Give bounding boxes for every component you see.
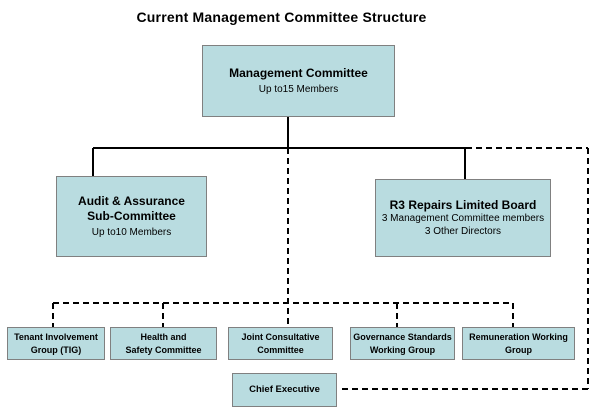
- node-r3-repairs-limited-board: R3 Repairs Limited Board 3 Management Co…: [375, 179, 551, 257]
- node-audit-assurance-sub-committee: Audit & Assurance Sub-Committee Up to10 …: [56, 176, 207, 257]
- node-title-line: Governance Standards: [353, 331, 452, 342]
- node-title: R3 Repairs Limited Board: [389, 197, 537, 212]
- node-title-line: Safety Committee: [125, 344, 202, 355]
- node-title-line: Group: [505, 344, 532, 355]
- node-subtitle: Up to15 Members: [258, 84, 339, 95]
- node-title-line: Health and: [140, 331, 187, 342]
- node-title-line: Committee: [257, 344, 304, 355]
- node-title-line: Group (TIG): [30, 344, 82, 355]
- node-title-line: Working Group: [369, 344, 436, 355]
- page-title: Current Management Committee Structure: [136, 9, 427, 25]
- node-joint-consultative-committee: Joint Consultative Committee: [228, 327, 333, 360]
- node-subtitle: Up to10 Members: [91, 227, 172, 238]
- node-title-line: Audit & Assurance: [78, 194, 185, 208]
- node-title-line: Tenant Involvement: [14, 331, 98, 342]
- node-governance-standards-working-group: Governance Standards Working Group: [350, 327, 455, 360]
- node-title-line: Joint Consultative: [241, 331, 320, 342]
- node-remuneration-working-group: Remuneration Working Group: [462, 327, 575, 360]
- node-health-safety-committee: Health and Safety Committee: [110, 327, 217, 360]
- node-detail: 3 Other Directors: [424, 225, 502, 237]
- node-title: Chief Executive: [249, 384, 320, 396]
- node-chief-executive: Chief Executive: [232, 373, 337, 407]
- node-management-committee: Management Committee Up to15 Members: [202, 45, 395, 117]
- node-title-line: Sub-Committee: [87, 209, 176, 223]
- node-detail: 3 Management Committee members: [381, 212, 545, 224]
- node-title: Management Committee: [229, 66, 368, 80]
- node-title-line: Remuneration Working: [469, 331, 568, 342]
- node-tenant-involvement-group: Tenant Involvement Group (TIG): [7, 327, 105, 360]
